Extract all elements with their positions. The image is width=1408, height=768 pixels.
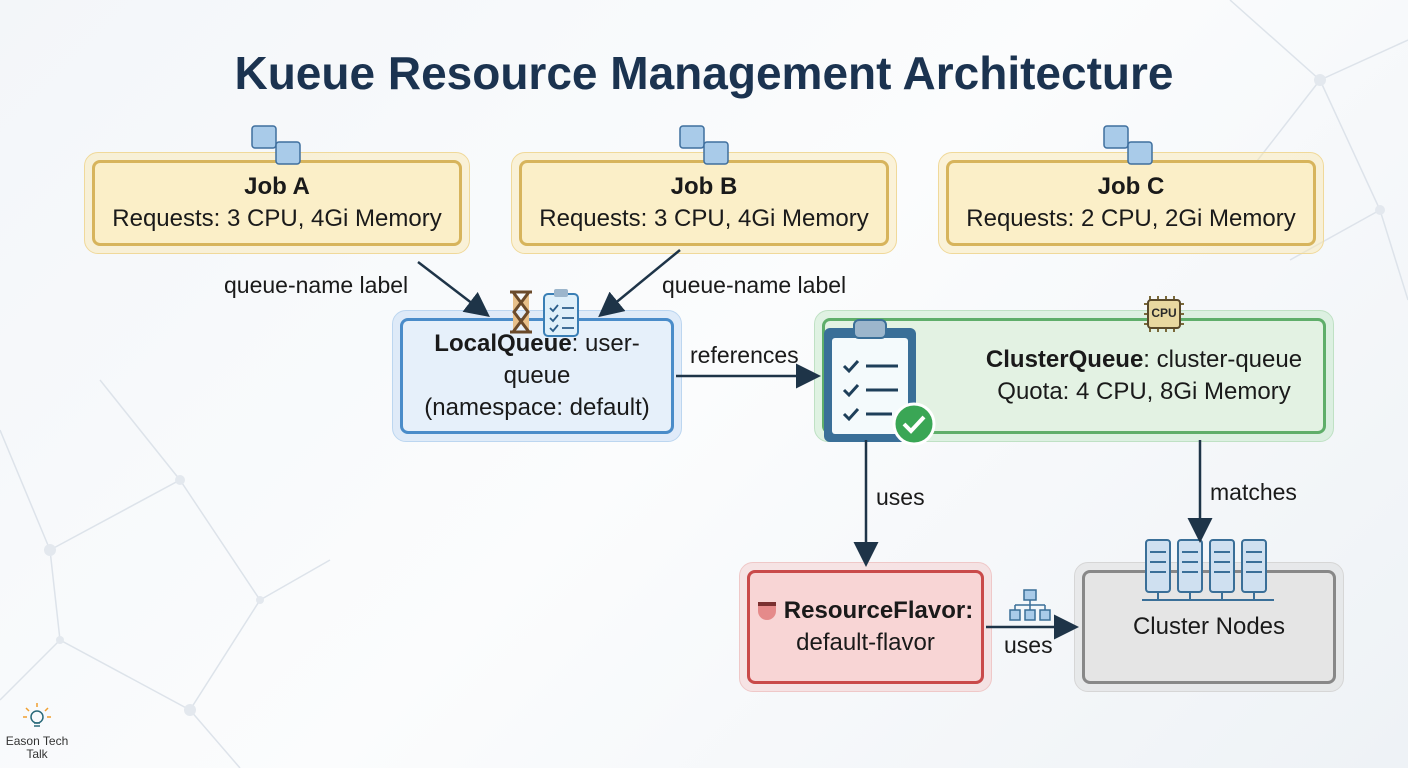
cubes-icon bbox=[1103, 125, 1153, 165]
job-a-box: Job A Requests: 3 CPU, 4Gi Memory bbox=[92, 160, 462, 246]
tongue-icon bbox=[757, 602, 776, 620]
clipboard-check-icon bbox=[824, 319, 936, 446]
hierarchy-icon bbox=[1009, 589, 1051, 621]
arrow-job-a-to-local-queue bbox=[417, 261, 490, 318]
edge-label-job-a: queue-name label bbox=[224, 272, 409, 298]
cubes-icon bbox=[251, 125, 301, 165]
cluster-queue-kind: ClusterQueue bbox=[985, 346, 1144, 373]
cpu-chip-icon: CPU bbox=[1140, 292, 1188, 336]
arrow-job-b-to-local-queue bbox=[598, 249, 681, 318]
resource-flavor-box: ResourceFlavor: default-flavor bbox=[747, 570, 984, 684]
local-queue-name: : user-queue bbox=[503, 330, 640, 389]
diagram-title: Kueue Resource Management Architecture bbox=[234, 47, 1174, 99]
resource-flavor-kind: ResourceFlavor: bbox=[783, 597, 974, 624]
local-queue-namespace: (namespace: default) bbox=[424, 394, 650, 421]
job-a-requests: Requests: 3 CPU, 4Gi Memory bbox=[112, 205, 442, 232]
logo: Eason Tech Talk bbox=[2, 702, 72, 761]
edge-label-uses-flavor: uses bbox=[876, 484, 925, 510]
job-c-box: Job C Requests: 2 CPU, 2Gi Memory bbox=[946, 160, 1316, 246]
job-c-name: Job C bbox=[1097, 173, 1165, 200]
hourglass-clipboard-icon bbox=[510, 289, 579, 337]
cluster-queue-name: : cluster-queue bbox=[1143, 346, 1303, 373]
edge-label-matches: matches bbox=[1210, 479, 1297, 505]
edge-label-job-b: queue-name label bbox=[662, 272, 847, 298]
job-b-name: Job B bbox=[670, 173, 738, 200]
job-b-box: Job B Requests: 3 CPU, 4Gi Memory bbox=[519, 160, 889, 246]
cubes-icon bbox=[679, 125, 729, 165]
logo-text-line2: Talk bbox=[26, 747, 48, 761]
job-c-requests: Requests: 2 CPU, 2Gi Memory bbox=[966, 205, 1296, 232]
lightbulb-icon bbox=[23, 703, 51, 727]
servers-icon bbox=[1142, 539, 1274, 601]
resource-flavor-name: default-flavor bbox=[796, 629, 935, 656]
local-queue-box: LocalQueue: user-queue (namespace: defau… bbox=[400, 318, 674, 434]
job-a-name: Job A bbox=[244, 173, 310, 200]
job-b-requests: Requests: 3 CPU, 4Gi Memory bbox=[539, 205, 869, 232]
edge-label-references: references bbox=[690, 342, 799, 368]
cluster-queue-quota: Quota: 4 CPU, 8Gi Memory bbox=[997, 378, 1291, 405]
cluster-nodes-label: Cluster Nodes bbox=[1132, 613, 1286, 640]
logo-text-line1: Eason Tech bbox=[5, 734, 69, 748]
edge-label-uses-nodes: uses bbox=[1004, 632, 1053, 658]
cpu-chip-label: CPU bbox=[1151, 306, 1177, 320]
